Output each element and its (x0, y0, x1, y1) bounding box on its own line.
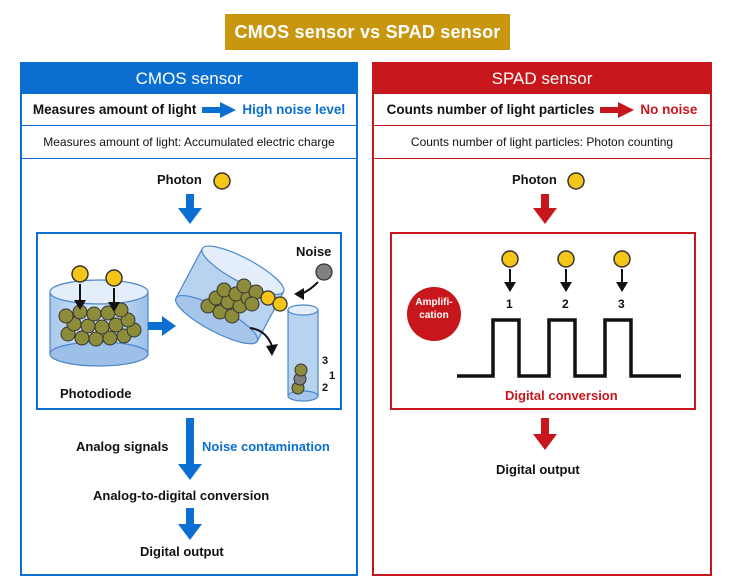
count-3: 3 (322, 355, 329, 367)
incoming-photons (71, 265, 123, 312)
spad-counts-label: Counts number of light particles (386, 102, 595, 117)
photon-icon (213, 172, 231, 190)
cmos-header: CMOS sensor (22, 64, 356, 94)
pulse-number-2: 2 (562, 297, 569, 311)
down-arrow-icon (178, 194, 202, 224)
right-arrow-icon (202, 101, 237, 118)
spad-summary-row: Counts number of light particles No nois… (374, 94, 710, 126)
counted-photons (501, 250, 631, 292)
photodiode-cylinder (49, 279, 149, 367)
analog-signals-label: Analog signals (76, 439, 169, 454)
spad-panel: SPAD sensor Counts number of light parti… (372, 62, 712, 576)
amplification-label: Amplifi- cation (415, 297, 453, 321)
digital-pulse-waveform (457, 318, 681, 378)
down-arrow-icon (533, 194, 557, 224)
noise-particle (294, 263, 333, 300)
cmos-result-label: High noise level (242, 102, 346, 117)
down-arrow-icon (178, 508, 202, 540)
down-arrow-icon (178, 418, 202, 480)
amplification-circle (407, 287, 461, 341)
spad-result-label: No noise (640, 102, 698, 117)
tilted-bucket (175, 245, 288, 345)
digital-conversion-label: Digital conversion (505, 388, 618, 403)
page-title: CMOS sensor vs SPAD sensor (225, 14, 510, 50)
measuring-cylinder (287, 304, 319, 402)
noise-label: Noise (296, 244, 332, 259)
photon-icon (567, 172, 585, 190)
spad-digital-output: Digital output (496, 462, 580, 477)
count-1: 1 (329, 370, 336, 382)
adc-label: Analog-to-digital conversion (93, 488, 270, 503)
cmos-digital-output: Digital output (140, 544, 224, 559)
spad-header: SPAD sensor (374, 64, 710, 94)
cmos-summary-row: Measures amount of light High noise leve… (22, 94, 356, 126)
photodiode-label: Photodiode (60, 386, 132, 401)
pour-arrow (249, 327, 278, 356)
right-arrow-icon (600, 101, 635, 118)
cmos-description: Measures amount of light: Accumulated el… (22, 126, 356, 159)
noise-contamination-label: Noise contamination (202, 439, 330, 454)
count-2: 2 (322, 382, 329, 394)
right-arrow-icon (148, 316, 176, 336)
cmos-process-box (36, 232, 342, 410)
pulse-number-3: 3 (618, 297, 625, 311)
cmos-measures-label: Measures amount of light (32, 102, 197, 117)
spad-description: Counts number of light particles: Photon… (374, 126, 710, 159)
pulse-number-1: 1 (506, 297, 513, 311)
spad-process-box (390, 232, 696, 410)
spad-photon-label: Photon (512, 172, 557, 187)
cmos-photon-label: Photon (157, 172, 202, 187)
down-arrow-icon (533, 418, 557, 450)
cmos-panel: CMOS sensor Measures amount of light Hig… (20, 62, 358, 576)
